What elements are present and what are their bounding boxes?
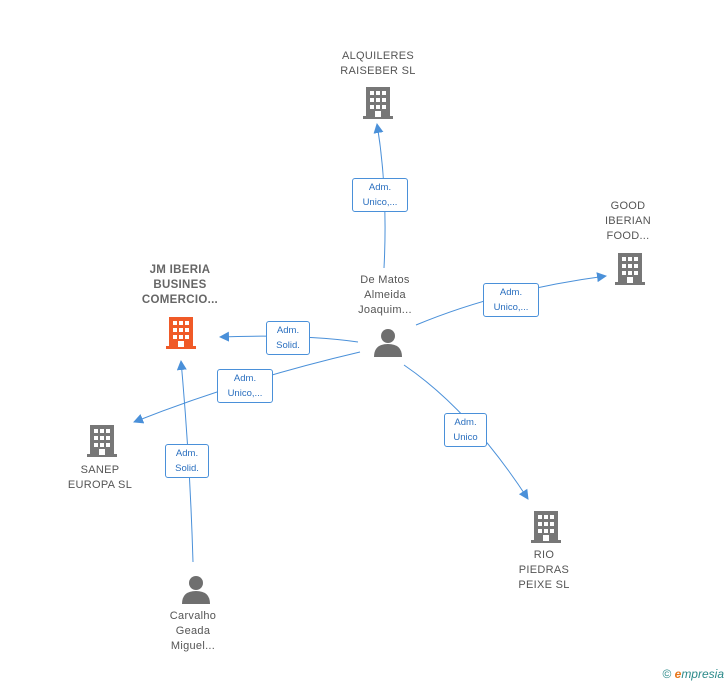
label-line: GOOD bbox=[610, 200, 646, 212]
node-label-carvalho[interactable]: Carvalho Geada Miguel... bbox=[133, 609, 253, 654]
label-line: PIEDRAS bbox=[518, 564, 570, 576]
edge-label-to-jm-iberia[interactable]: Adm. Solid. bbox=[266, 321, 310, 355]
empresia-brand[interactable]: © empresia bbox=[662, 667, 724, 681]
label-line: JM IBERIA bbox=[149, 264, 211, 276]
building-icon[interactable] bbox=[362, 85, 394, 119]
edge-label-line: Adm. bbox=[368, 182, 392, 193]
label-line: Geada bbox=[175, 625, 211, 637]
edge-label-to-alquileres[interactable]: Adm. Unico,... bbox=[352, 178, 408, 212]
edge-label-line: Solid. bbox=[276, 340, 300, 351]
edge-label-line: Adm. bbox=[454, 417, 477, 428]
edge-label-line: Adm. bbox=[276, 325, 300, 336]
label-line: Almeida bbox=[364, 289, 406, 301]
label-line: Miguel... bbox=[170, 640, 216, 652]
node-label-sanep[interactable]: SANEP EUROPA SL bbox=[40, 463, 160, 493]
edge-label-line: Unico bbox=[453, 432, 478, 443]
node-label-de-matos[interactable]: De Matos Almeida Joaquim... bbox=[325, 273, 445, 318]
label-line: SANEP bbox=[80, 464, 120, 476]
building-icon[interactable] bbox=[530, 509, 562, 543]
building-icon[interactable] bbox=[614, 251, 646, 285]
label-line: ALQUILERES bbox=[341, 50, 415, 62]
person-icon[interactable] bbox=[181, 574, 211, 604]
edge-label-to-good-iberian[interactable]: Adm. Unico,... bbox=[483, 283, 539, 317]
edge-label-line: Solid. bbox=[175, 463, 199, 474]
node-label-good-iberian[interactable]: GOOD IBERIAN FOOD... bbox=[588, 199, 668, 244]
edge-label-to-sanep[interactable]: Adm. Unico,... bbox=[217, 369, 273, 403]
edge-label-carvalho-to-jm[interactable]: Adm. Solid. bbox=[165, 444, 209, 478]
edge-label-line: Adm. bbox=[233, 373, 257, 384]
brand-logo-e: e bbox=[674, 667, 682, 681]
label-line: Carvalho bbox=[169, 610, 217, 622]
edge-label-line: Unico,... bbox=[493, 302, 529, 313]
label-line: Joaquim... bbox=[358, 304, 412, 316]
label-line: FOOD... bbox=[606, 230, 650, 242]
label-line: IBERIAN bbox=[604, 215, 652, 227]
label-line: EUROPA SL bbox=[67, 479, 133, 491]
copyright-icon: © bbox=[662, 667, 672, 681]
label-line: BUSINES bbox=[153, 279, 207, 291]
edge-label-line: Unico,... bbox=[362, 197, 398, 208]
label-line: RAISEBER SL bbox=[340, 65, 416, 77]
edge-label-line: Adm. bbox=[499, 287, 523, 298]
edge-label-to-rio-piedras[interactable]: Adm. Unico bbox=[444, 413, 487, 447]
label-line: RIO bbox=[533, 549, 555, 561]
person-icon[interactable] bbox=[373, 327, 403, 357]
edge-label-line: Unico,... bbox=[227, 388, 263, 399]
building-icon[interactable] bbox=[86, 423, 118, 457]
node-label-rio-piedras[interactable]: RIO PIEDRAS PEIXE SL bbox=[484, 548, 604, 593]
label-line: De Matos bbox=[360, 274, 410, 286]
node-label-jm-iberia[interactable]: JM IBERIA BUSINES COMERCIO... bbox=[120, 263, 240, 308]
brand-name: mpresia bbox=[681, 667, 724, 681]
label-line: PEIXE SL bbox=[518, 579, 570, 591]
building-icon[interactable] bbox=[165, 315, 197, 349]
node-label-alquileres[interactable]: ALQUILERES RAISEBER SL bbox=[318, 49, 438, 79]
edge-label-line: Adm. bbox=[175, 448, 199, 459]
label-line: COMERCIO... bbox=[141, 294, 219, 306]
